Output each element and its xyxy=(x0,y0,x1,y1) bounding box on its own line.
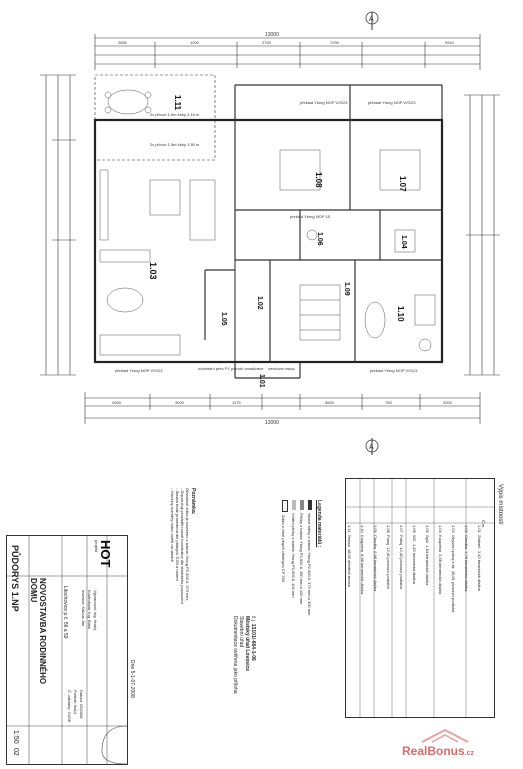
watermark-roof-icon xyxy=(421,728,469,743)
authority-stamp: č.j. 13101/-664-1-06 Městský úřad Lovosi… xyxy=(232,616,256,728)
note-vent: odvětrání přes FV potrubí kanalizace xyxy=(198,366,264,371)
note-lintel-1: překlad Ytong NOP V/S/23 xyxy=(300,100,348,105)
dim-top-4: 7290 xyxy=(330,40,340,45)
table-row: 1.10 Koupelna 8,66 keramická dlažba xyxy=(360,525,365,595)
poznamka-title: Poznámka: xyxy=(190,488,196,515)
title-project: NOVOSTAVBA RODINNÉHO DOMU xyxy=(29,578,47,685)
table-row: 1.03 Obývací pokoj s kk 46,81 plovoucí p… xyxy=(451,525,456,613)
title-block xyxy=(6,535,128,765)
section-mark-top: A xyxy=(365,11,379,25)
dim-bottom-total: 13000 xyxy=(265,420,279,426)
title-block-grid xyxy=(7,536,128,765)
poznamka-line: Obvodové zdivo je navrženo z tvárnic Yto… xyxy=(185,488,190,601)
svg-text:A: A xyxy=(369,444,374,451)
floor-plan: 1.11 1.03 1.05 1.02 1.01 1.08 1.07 1.06 … xyxy=(40,11,500,455)
room-label-1.02: 1.02 xyxy=(256,296,263,310)
table-row: 1.06 WC 1,45 keramická dlažba xyxy=(412,525,417,584)
title-fields-right: Datum: 05/2008 Formát: 5xA4 Č. zakázky: … xyxy=(66,690,84,760)
note-lintel-2: překlad Ytong NOP V/S/23 xyxy=(368,100,416,105)
title-scale: 1:50 xyxy=(12,730,19,744)
stamp-verified: Dokumentace ověřena jako příloha xyxy=(232,616,238,694)
dim-bottom-6: 2000 xyxy=(443,400,453,405)
room-label-1.01: 1.01 xyxy=(258,374,265,388)
stamp-date: Dne 5-1-07-2008 xyxy=(129,660,135,698)
title-drawing: PŮDORYS 1.NP xyxy=(10,545,20,612)
title-field: Kontroloval: Ing. Bílek xyxy=(87,590,92,629)
note-floor-1: 2x přívod 1,5m šírky 3,15 m xyxy=(150,112,200,117)
room-label-1.07: 1.07 xyxy=(398,176,407,192)
title-sheet: 02 xyxy=(12,748,19,756)
title-field: Datum: 05/2008 xyxy=(79,690,84,719)
dim-bottom-2: 3000 xyxy=(175,400,185,405)
dim-top-5: 5910 xyxy=(445,40,455,45)
dim-bottom-5: 750 xyxy=(385,400,392,405)
svg-text:A: A xyxy=(369,16,374,23)
title-location: Litochovice p.č. 56 a 59 xyxy=(62,586,68,639)
table-row: 1.08 Pokoj 12,40 plovoucí podlaha xyxy=(386,525,391,589)
plan-walls xyxy=(93,118,444,364)
plan-linework xyxy=(40,12,500,455)
legend-item: Zdivo z cihel plných cihelných CP 290 xyxy=(281,500,288,670)
realbonus-watermark: RealBonus.cz xyxy=(402,744,475,758)
title-field: Formát: 5xA4 xyxy=(73,690,78,715)
table-row: 1.04 Koupelna 3,58 keramická dlažba xyxy=(438,525,443,595)
room-label-1.06: 1.06 xyxy=(316,232,323,246)
stamp-ref: č.j. 13101/-664-1-06 xyxy=(250,616,256,661)
stamp-dept: Stavební úřad xyxy=(238,616,244,648)
section-mark-bottom: A xyxy=(365,439,379,453)
table-row: 1.11 Terasa 18,90 dřevěná terasa xyxy=(347,525,352,587)
title-field: Č. zakázky: 21/08 xyxy=(67,690,72,722)
dim-bottom-1: 2000 xyxy=(112,400,122,405)
room-label-1.10: 1.10 xyxy=(396,306,405,322)
dim-top-2: 1000 xyxy=(190,40,200,45)
room-label-1.09: 1.09 xyxy=(343,282,350,296)
room-table-title: Výpis místností xyxy=(497,484,503,525)
room-label-1.08: 1.08 xyxy=(314,172,323,188)
poznamka-block: Poznámka: Obvodové zdivo je navrženo z t… xyxy=(170,488,196,688)
plan-furniture xyxy=(99,89,436,356)
dim-top-total: 13000 xyxy=(265,32,279,38)
legend-block: Legenda materiálů : Nosné stěny z tvárni… xyxy=(281,500,322,670)
dim-bottom-4: 3600 xyxy=(325,400,335,405)
note-lintel-5: překlad Ytong NOP V/S/23 xyxy=(370,368,418,373)
room-label-1.03: 1.03 xyxy=(148,262,158,280)
dim-bottom-3: 1175 xyxy=(232,400,241,405)
stamp-office: Městský úřad Lovosice xyxy=(244,616,250,672)
poznamka-line: - Doporučuji provádět nosné konstrukce d… xyxy=(180,488,185,604)
dim-top-3: 2700 xyxy=(262,40,272,45)
note-entrance: venkovní vstup xyxy=(268,366,295,371)
dim-top-1: 2690 xyxy=(118,40,128,45)
note-floor-2: 2x přívod 1,5m šírky 1,50 m xyxy=(150,142,200,147)
hot-logo: HOT projekt xyxy=(94,540,113,568)
room-table-rows: 1.01 Zádveří 3,42 keramická dlažba 1.02 … xyxy=(343,525,486,715)
legend-item: Vnitřní příčky z tvárnic Ytong P2-500 tl… xyxy=(291,500,296,670)
legend-item: Příčky z tvárnic Ytong P2-500 tl. 150 mm… xyxy=(299,500,304,670)
note-lintel-3: překlad Ytong NOP 15 xyxy=(290,214,331,219)
legend-item: Nosné stěny z tvárnic Ytong P2-400 tl. 3… xyxy=(307,500,312,670)
table-row: 1.01 Zádveří 3,42 keramická dlažba xyxy=(477,525,482,591)
room-label-1.11: 1.11 xyxy=(173,95,182,111)
room-table xyxy=(345,478,495,718)
table-row: 1.07 Pokoj 12,40 plovoucí podlaha xyxy=(399,525,404,589)
room-label-1.04: 1.04 xyxy=(400,235,407,249)
table-row: 1.05 Spíž 1,84 keramická dlažba xyxy=(425,525,430,586)
note-lintel-4: překlad Ytong NOP V/S/23 xyxy=(115,368,163,373)
table-row: 1.09 Chodba 6,66 keramická dlažba xyxy=(373,525,378,592)
title-field: Vypracoval: Ing. Hrubý xyxy=(93,590,98,631)
legend-title: Legenda materiálů : xyxy=(316,500,322,548)
table-row: 1.02 Chodba 3,76 keramická dlažba xyxy=(464,525,469,592)
room-label-1.05: 1.05 xyxy=(220,312,227,326)
room-table-grid xyxy=(346,479,494,717)
poznamka-line: - Všechny rozměry nutno ověřit na stavbě xyxy=(170,488,175,562)
plan-partitions xyxy=(204,84,443,379)
